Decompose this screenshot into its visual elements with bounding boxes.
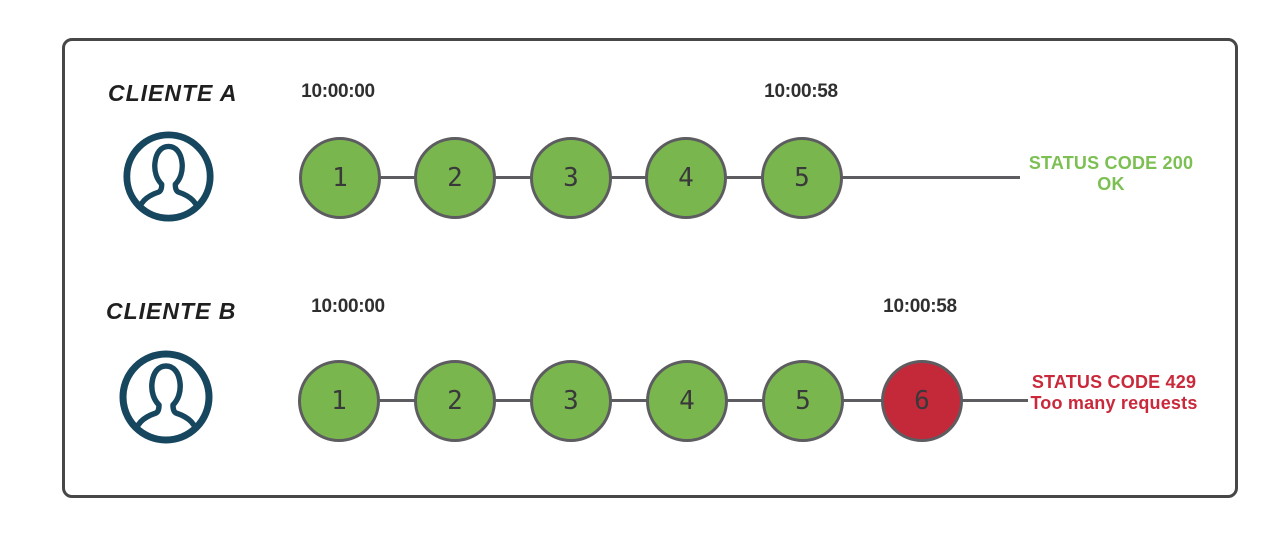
request-circle: 5 [762, 360, 844, 442]
request-number: 2 [447, 163, 463, 193]
client-a-label: CLIENTE A [108, 80, 238, 106]
request-number: 4 [679, 386, 695, 416]
request-number: 1 [331, 386, 347, 416]
client-b-status-text: STATUS CODE 429 Too many requests [1024, 372, 1204, 414]
request-circle: 1 [299, 137, 381, 219]
request-number: 3 [563, 386, 579, 416]
request-circle: 3 [530, 360, 612, 442]
client-a-status-text: STATUS CODE 200 OK [1026, 153, 1196, 195]
request-number: 4 [678, 163, 694, 193]
request-number: 5 [794, 163, 810, 193]
request-number: 1 [332, 163, 348, 193]
request-number: 3 [563, 163, 579, 193]
user-avatar-icon [122, 130, 215, 223]
request-number: 2 [447, 386, 463, 416]
request-number: 6 [914, 386, 930, 416]
request-circle: 2 [414, 360, 496, 442]
request-circle: 2 [414, 137, 496, 219]
request-circle: 3 [530, 137, 612, 219]
status-code-line: STATUS CODE 429 [1031, 372, 1197, 392]
request-circle: 1 [298, 360, 380, 442]
request-number: 5 [795, 386, 811, 416]
request-circle: 6 [881, 360, 963, 442]
client-b-window-start-time: 10:00:00 [311, 296, 385, 317]
client-a-window-start-time: 10:00:00 [301, 81, 375, 102]
client-b-label: CLIENTE B [106, 298, 237, 324]
request-circle: 4 [646, 360, 728, 442]
status-message-line: Too many requests [1030, 393, 1198, 413]
client-a-window-end-time: 10:00:58 [764, 81, 838, 102]
status-message-line: OK [1097, 174, 1125, 194]
user-avatar-icon [118, 349, 214, 445]
request-circle: 5 [761, 137, 843, 219]
status-code-line: STATUS CODE 200 [1028, 153, 1194, 173]
request-circle: 4 [645, 137, 727, 219]
outer-frame [62, 38, 1238, 498]
client-b-window-end-time: 10:00:58 [883, 296, 957, 317]
